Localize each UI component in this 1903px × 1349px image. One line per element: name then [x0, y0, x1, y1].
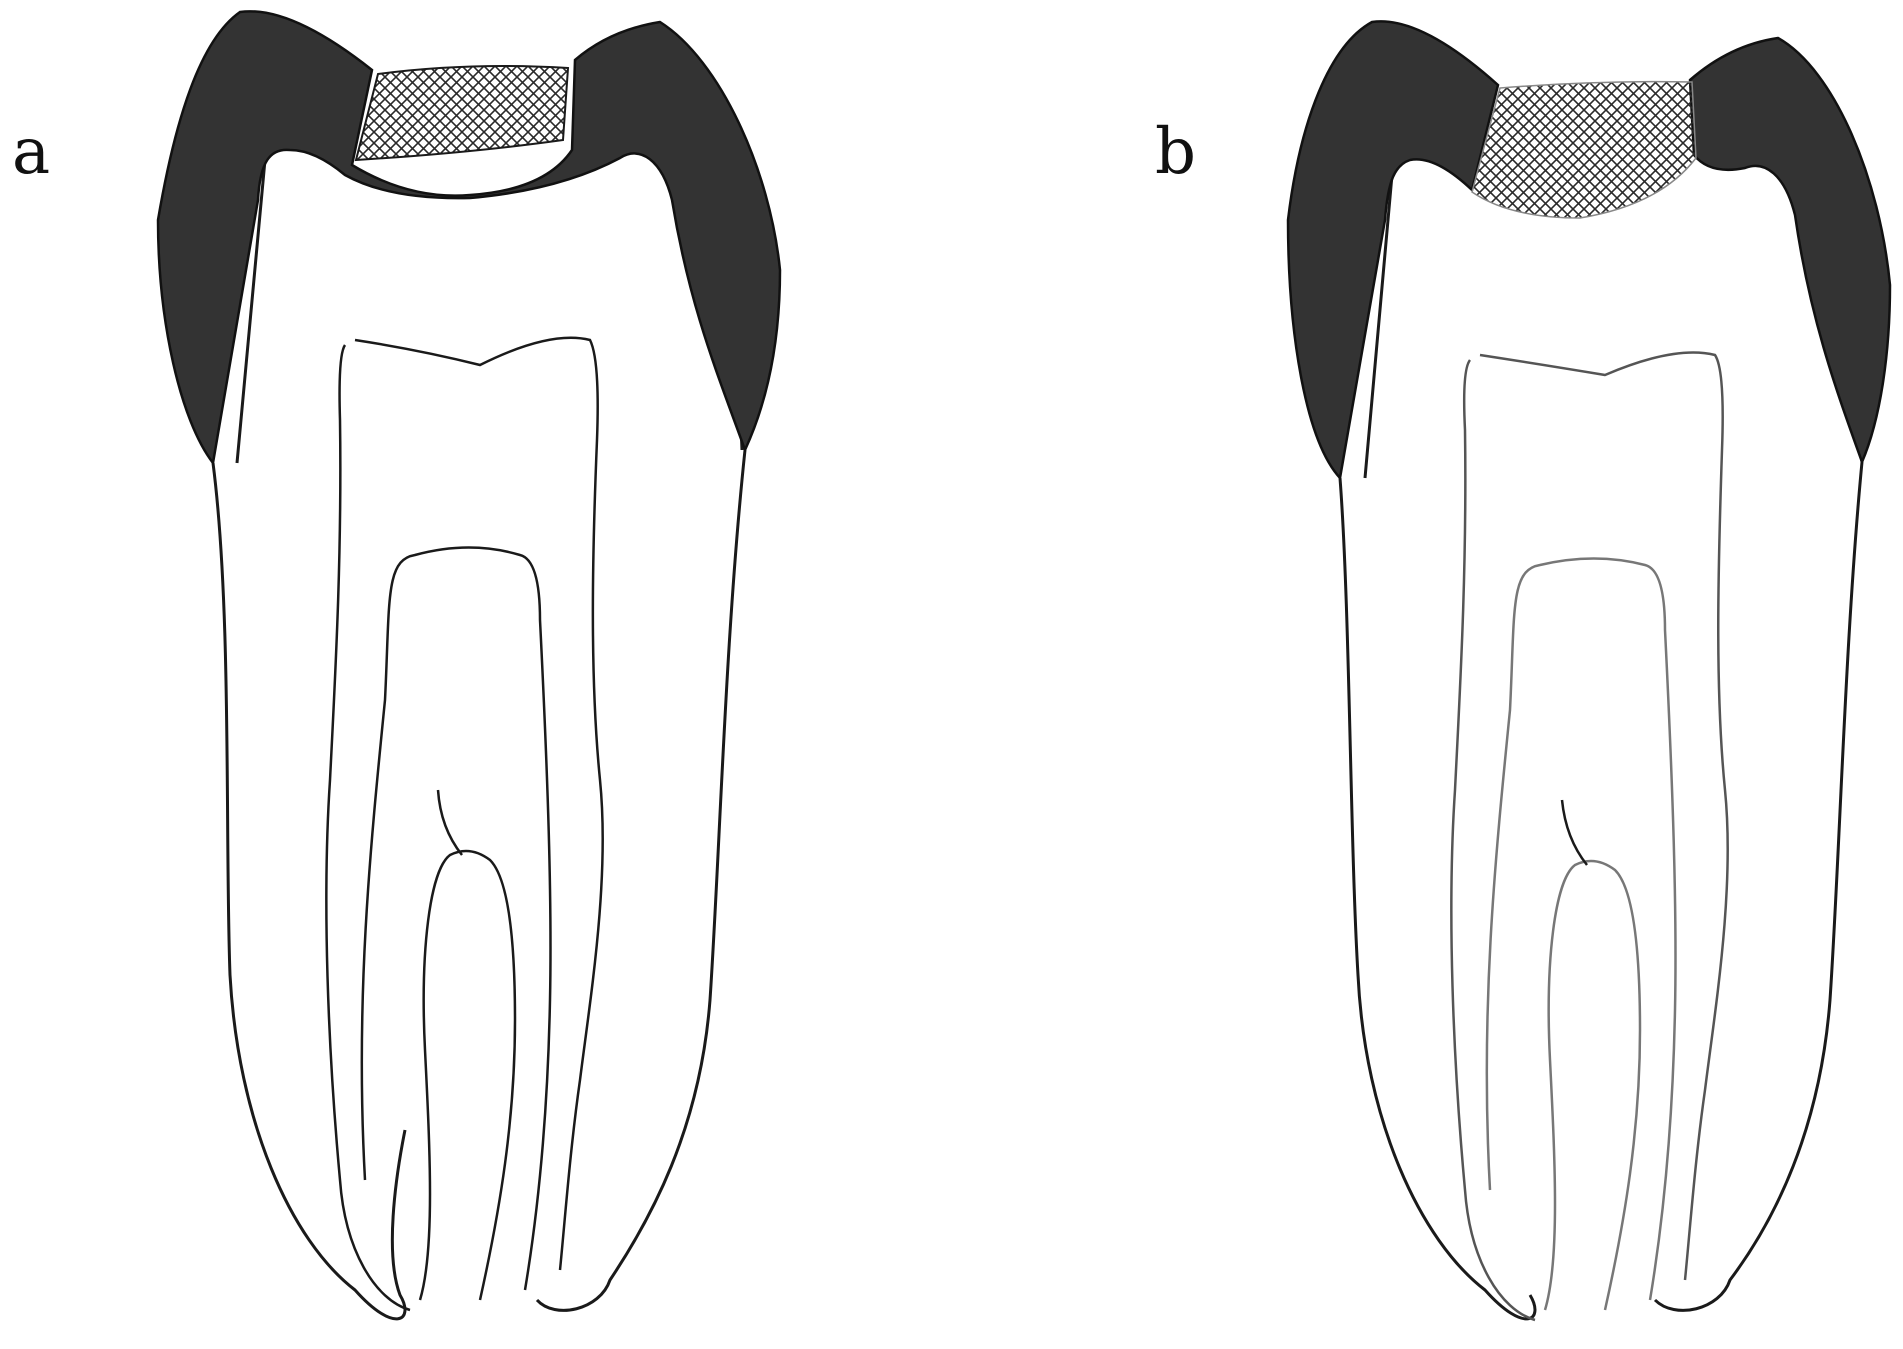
- tooth-a-restoration: [354, 65, 570, 162]
- panel-label-a: a: [12, 115, 51, 189]
- tooth-b: [1286, 20, 1892, 1322]
- tooth-b-bifurcation: [1560, 799, 1588, 866]
- tooth-b-restoration: [1471, 80, 1697, 219]
- tooth-a-dentin-outline: [235, 159, 744, 464]
- tooth-a-pulp-chamber: [325, 336, 604, 1312]
- panel-label-b: b: [1155, 115, 1196, 189]
- tooth-a-root-canal: [360, 546, 552, 1301]
- tooth-b-pulp-chamber: [1450, 351, 1729, 1322]
- tooth-a-enamel: [156, 10, 782, 467]
- tooth-a-bifurcation: [436, 789, 463, 856]
- tooth-b-root-canal: [1485, 557, 1677, 1311]
- tooth-b-root-outline: [1338, 461, 1864, 1321]
- tooth-a-root-outline: [211, 449, 747, 1321]
- tooth-a: [156, 10, 782, 1321]
- tooth-b-enamel: [1286, 20, 1892, 481]
